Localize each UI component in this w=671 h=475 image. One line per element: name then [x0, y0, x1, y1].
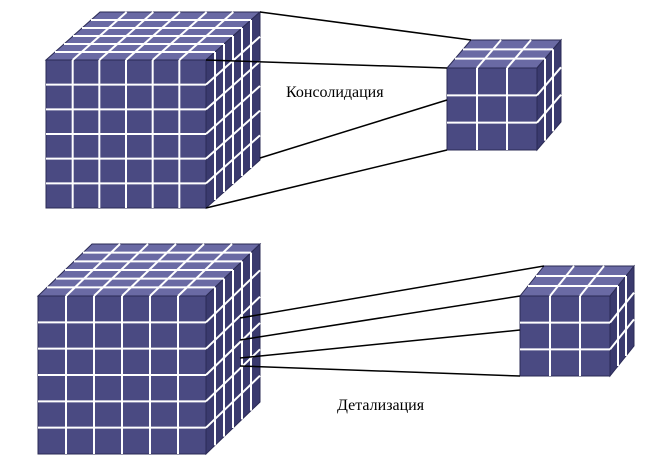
- connector-line: [239, 329, 521, 359]
- grid-line: [609, 318, 635, 350]
- detailing-connectors: [239, 265, 545, 377]
- connector-line: [239, 365, 521, 377]
- cube-front-face: [446, 67, 538, 151]
- grid-line: [579, 265, 605, 297]
- small-cube-detailing: [518, 264, 636, 378]
- detailing-label: Детализация: [337, 397, 425, 414]
- grid-line: [549, 265, 575, 297]
- large-cube-detailing: [36, 242, 262, 456]
- connector-line: [239, 295, 521, 341]
- connector-line: [239, 265, 545, 319]
- cube-front-face: [519, 295, 611, 377]
- grid-line: [506, 39, 532, 69]
- connector-line: [259, 11, 472, 41]
- grid-line: [609, 292, 635, 324]
- grid-line: [205, 374, 261, 429]
- consolidation-connectors: [205, 11, 472, 209]
- small-cube-consolidation: [445, 38, 563, 152]
- large-cube-consolidation: [44, 10, 262, 210]
- grid-line: [205, 134, 261, 185]
- connector-line: [259, 99, 448, 159]
- consolidation-label: Консолидация: [286, 84, 384, 101]
- connector-line: [205, 59, 448, 69]
- grid-line: [536, 94, 562, 124]
- connector-line: [205, 149, 448, 209]
- grid-line: [476, 39, 502, 69]
- grid-line: [536, 66, 562, 96]
